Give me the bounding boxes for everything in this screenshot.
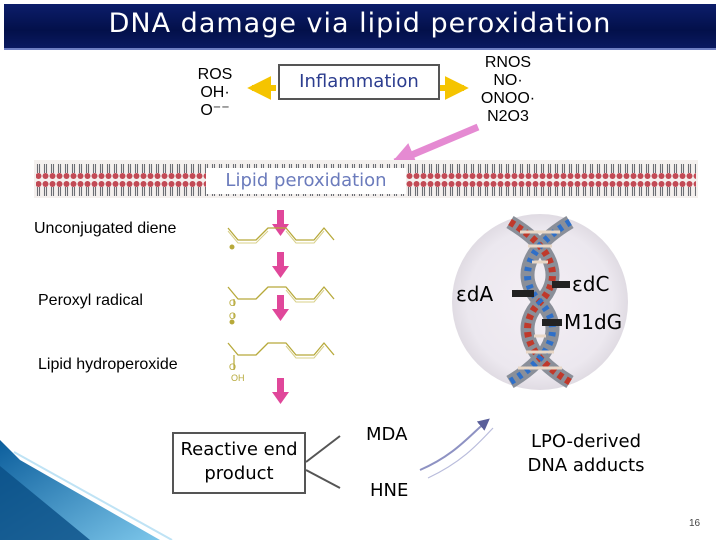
- inflammation-box: Inflammation: [278, 64, 440, 100]
- n2o3-label: N2O3: [487, 108, 529, 125]
- rnos-group: RNOS NO· ONOO· N2O3: [472, 54, 544, 126]
- down-arrows: [272, 210, 289, 404]
- lpo-adducts-label: LPO-derived DNA adducts: [520, 430, 652, 478]
- hydroxyl-label: OH: [231, 373, 245, 383]
- line-to-mda: [305, 435, 341, 463]
- oxygen-label: O: [229, 362, 237, 372]
- hne-label: HNE: [370, 480, 409, 501]
- ros-label: ROS: [197, 66, 233, 83]
- edc-connector: [552, 281, 570, 288]
- product-label: product: [204, 463, 274, 484]
- reactive-end-label: Reactive end: [180, 439, 298, 460]
- lipid-peroxidation-label: Lipid peroxidation: [206, 168, 406, 194]
- dna-adducts-label: DNA adducts: [527, 455, 645, 476]
- molecule-chains: [227, 227, 335, 370]
- edc-adduct-label: εdC: [572, 272, 610, 296]
- reactive-end-product-box: Reactive end product: [172, 432, 306, 494]
- inflammation-label: Inflammation: [299, 71, 419, 92]
- superoxide-label: O⁻⁻: [200, 102, 230, 119]
- lipid-hydroperoxide-label: Lipid hydroperoxide: [38, 356, 178, 373]
- eda-adduct-label: εdA: [456, 282, 494, 306]
- radical-dot: [229, 244, 235, 250]
- arrow-to-membrane: [390, 123, 480, 166]
- corner-decoration-dark: [0, 466, 90, 540]
- curved-arrow-shadow: [427, 427, 494, 479]
- mda-label: MDA: [366, 424, 408, 445]
- slide-title: DNA damage via lipid peroxidation: [108, 8, 612, 39]
- corner-line: [13, 451, 173, 540]
- oxygen-label: O: [229, 311, 237, 321]
- lpo-derived-label: LPO-derived: [530, 431, 642, 452]
- ros-group: ROS OH· O⁻⁻: [193, 66, 237, 120]
- oh-label: OH·: [200, 84, 230, 101]
- oxygen-label: O: [229, 298, 237, 308]
- page-number: 16: [689, 518, 701, 529]
- m1dg-connector: [542, 319, 562, 326]
- title-bar: [4, 4, 716, 50]
- eda-connector: [512, 290, 534, 297]
- dna-helix-icon: [506, 215, 574, 389]
- m1dg-adduct-label: M1dG: [564, 310, 623, 334]
- peroxyl-radical-label: Peroxyl radical: [38, 292, 143, 309]
- line-to-hne: [305, 469, 341, 489]
- no-label: NO·: [493, 72, 523, 89]
- rnos-label: RNOS: [484, 54, 532, 71]
- curved-arrow-to-dna: [419, 418, 490, 471]
- onoo-label: ONOO·: [480, 90, 536, 107]
- radical-dot: [229, 319, 235, 325]
- unconjugated-diene-label: Unconjugated diene: [34, 220, 177, 237]
